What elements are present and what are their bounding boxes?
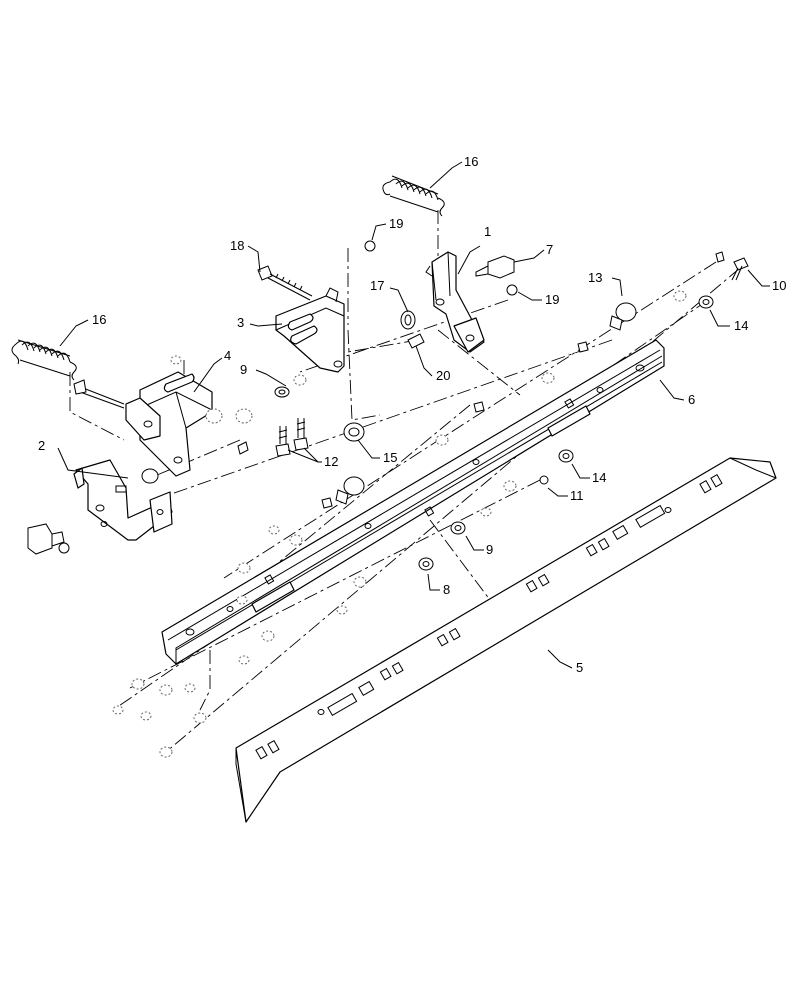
bracket-part-3	[275, 287, 345, 373]
bracket-part-4	[125, 371, 213, 477]
callout-16-left: 16	[92, 312, 106, 327]
callout-7: 7	[546, 242, 553, 257]
callout-8: 8	[443, 582, 450, 597]
callout-10: 10	[772, 278, 786, 293]
callout-12: 12	[324, 454, 338, 469]
callout-9-lower: 9	[486, 542, 493, 557]
hardware-bolts	[27, 251, 749, 555]
strip-plate-part-5	[235, 457, 777, 823]
spring-left-part-16	[11, 339, 77, 381]
callout-14-right: 14	[734, 318, 748, 333]
callout-2: 2	[38, 438, 45, 453]
callout-20: 20	[436, 368, 450, 383]
callout-18: 18	[230, 238, 244, 253]
callout-19-lower: 19	[545, 292, 559, 307]
bracket-part-2	[73, 459, 173, 541]
strip-slots	[255, 473, 723, 760]
callout-15: 15	[383, 450, 397, 465]
callout-16-top: 16	[464, 154, 478, 169]
hardware-nuts-washers	[58, 240, 714, 758]
callout-labels: 1 2 3 4 5 6 7 8 9 9 10 11 12 13 14 14 15…	[38, 154, 786, 675]
callout-14-middle: 14	[592, 470, 606, 485]
bracket-part-1	[425, 251, 485, 353]
callout-13: 13	[588, 270, 602, 285]
callout-17: 17	[370, 278, 384, 293]
callout-1: 1	[484, 224, 491, 239]
callout-leaders	[57, 161, 770, 669]
callout-11: 11	[570, 488, 584, 503]
callout-3: 3	[237, 315, 244, 330]
callout-6: 6	[688, 392, 695, 407]
callout-4: 4	[224, 348, 231, 363]
callout-9-upper: 9	[240, 362, 247, 377]
channel-rail-part-6	[161, 339, 665, 665]
callout-5: 5	[576, 660, 583, 675]
callout-19-upper: 19	[389, 216, 403, 231]
spring-top-part-16	[382, 175, 445, 217]
